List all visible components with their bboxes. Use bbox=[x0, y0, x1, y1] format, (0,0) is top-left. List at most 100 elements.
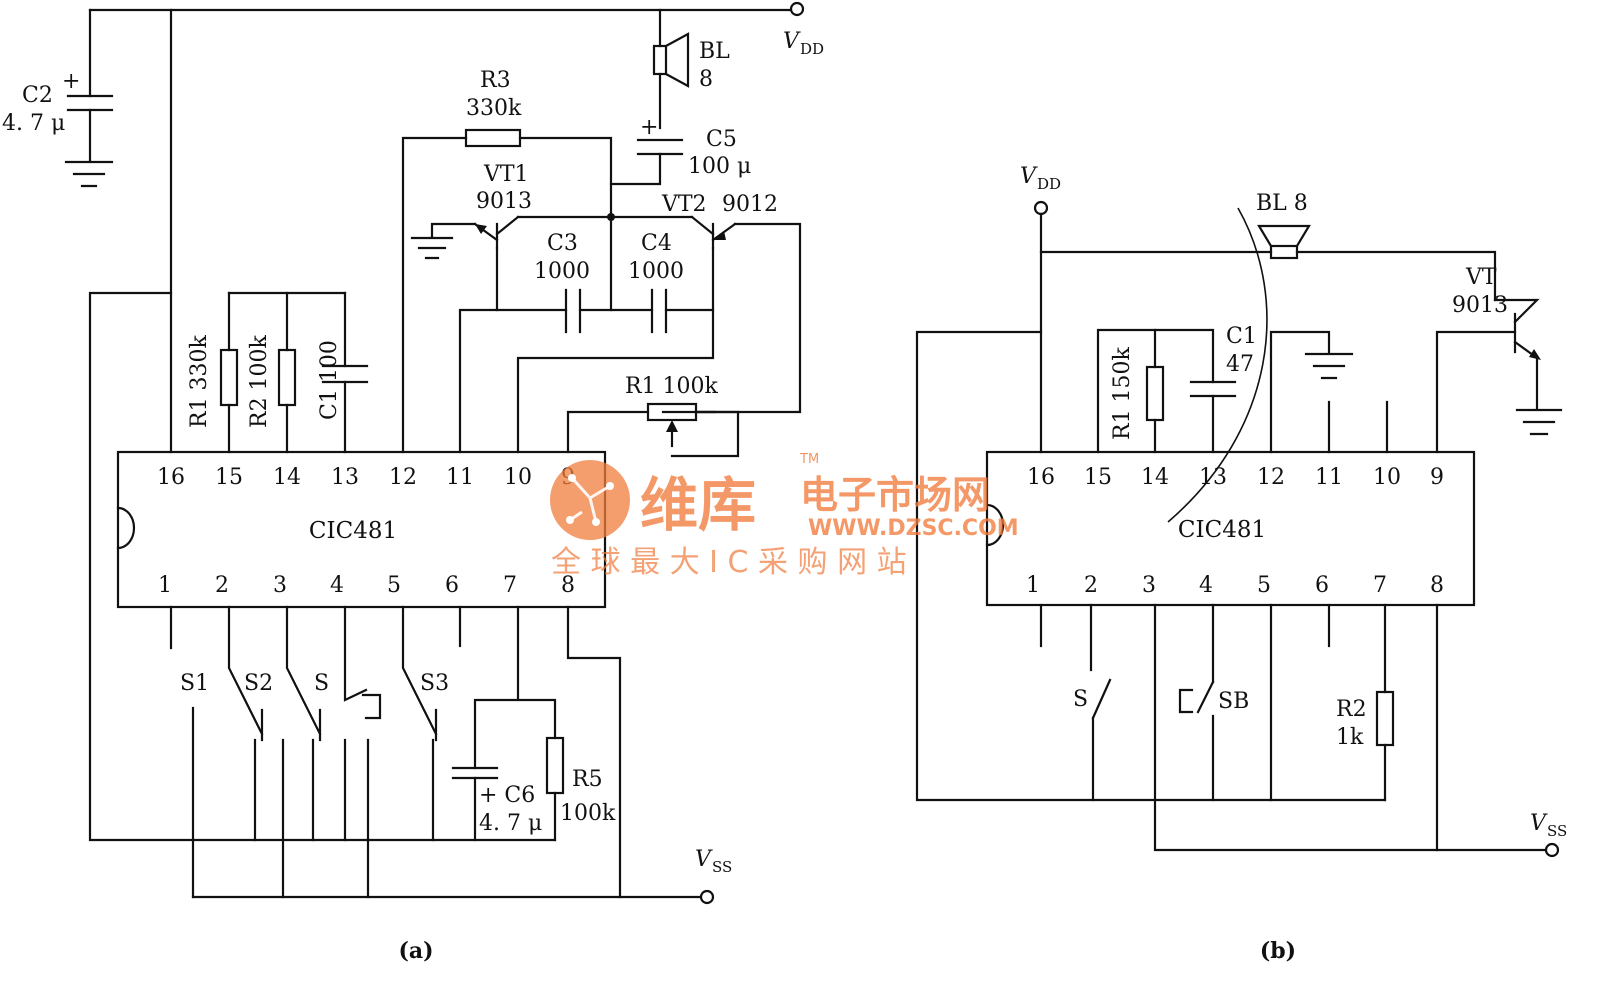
s3-switch bbox=[401, 605, 438, 842]
vdd-sub-b: DD bbox=[1037, 175, 1061, 193]
c1-plates bbox=[321, 364, 369, 384]
vt1-collector bbox=[495, 215, 520, 236]
pin-15-b: 15 bbox=[1084, 465, 1112, 490]
pot-arrow bbox=[666, 420, 678, 432]
pin-10: 10 bbox=[504, 465, 532, 490]
ic-b-body bbox=[985, 450, 1476, 607]
vss-terminal-a bbox=[699, 889, 715, 905]
s-b-label: S bbox=[1073, 687, 1088, 712]
ground-icon-vt-b bbox=[1515, 408, 1563, 436]
r1-b-label: R1 150k bbox=[1110, 346, 1135, 440]
pin-5: 5 bbox=[387, 573, 401, 598]
c5-name: C5 bbox=[706, 127, 737, 152]
vt-b-value: 9013 bbox=[1452, 293, 1508, 318]
pin-2-b: 2 bbox=[1084, 573, 1098, 598]
r5-body bbox=[545, 736, 565, 795]
s-label-a: S bbox=[314, 671, 329, 696]
s1-label: S1 bbox=[180, 671, 209, 696]
r5-name: R5 bbox=[572, 767, 603, 792]
watermark-dot-1 bbox=[568, 474, 576, 482]
vdd-label-a: V bbox=[783, 29, 801, 54]
ground-icon-c2 bbox=[64, 160, 114, 188]
vdd-terminal-b bbox=[1033, 200, 1049, 216]
r2-body bbox=[277, 348, 297, 407]
pin-16: 16 bbox=[157, 465, 185, 490]
pin3-b-wire bbox=[1153, 603, 1547, 852]
vt-b-collector bbox=[1493, 298, 1540, 324]
ic-b-top-pins: 16 15 14 13 12 11 10 9 bbox=[1027, 465, 1444, 490]
c4-name: C4 bbox=[641, 231, 672, 256]
bl-b-cone bbox=[1257, 224, 1311, 248]
vdd-sub-a: DD bbox=[800, 40, 824, 58]
circuit-a: CIC481 16 15 14 13 12 11 10 9 1 2 3 4 5 … bbox=[2, 1, 824, 964]
pin-3: 3 bbox=[273, 573, 287, 598]
pin-7: 7 bbox=[503, 573, 517, 598]
c6-label: + C6 bbox=[479, 783, 535, 808]
r2-b-value: 1k bbox=[1336, 725, 1364, 750]
watermark-dot-3 bbox=[592, 518, 600, 526]
ic-a-notch bbox=[116, 506, 136, 550]
pin-12: 12 bbox=[389, 465, 417, 490]
c2-plus: + bbox=[62, 69, 80, 94]
bl-b-label: BL 8 bbox=[1256, 191, 1308, 216]
c2-name: C2 bbox=[22, 83, 53, 108]
r2-b-body bbox=[1375, 690, 1395, 747]
bl-b-body bbox=[1269, 244, 1299, 260]
c3-c4-wire bbox=[458, 308, 715, 454]
c6-r5-wire bbox=[473, 605, 557, 842]
c4-value: 1000 bbox=[628, 259, 684, 284]
caption-a: (a) bbox=[398, 938, 433, 964]
r2-b-name: R2 bbox=[1336, 697, 1367, 722]
pin-1: 1 bbox=[158, 573, 172, 598]
pin-13: 13 bbox=[331, 465, 359, 490]
pin-14-b: 14 bbox=[1141, 465, 1169, 490]
vt-b-base-wire bbox=[1435, 330, 1517, 454]
bl-body bbox=[652, 44, 668, 76]
c5-plates bbox=[636, 138, 684, 156]
watermark-dot-4 bbox=[566, 516, 574, 524]
pin12-b-wire bbox=[1269, 330, 1331, 454]
vss-label-a: V bbox=[695, 847, 713, 872]
pin-14: 14 bbox=[273, 465, 301, 490]
vdd-terminal-a bbox=[789, 1, 805, 17]
r1-label: R1 330k bbox=[187, 334, 212, 428]
watermark-url: WWW.DZSC.COM bbox=[808, 516, 1019, 541]
pin-15: 15 bbox=[215, 465, 243, 490]
c3-name: C3 bbox=[547, 231, 578, 256]
ic-b-notch bbox=[985, 503, 1005, 547]
ic-a-bottom-pins: 1 2 3 4 5 6 7 8 bbox=[158, 573, 575, 598]
vt-b-arrow bbox=[1529, 349, 1541, 360]
vt1-arrow bbox=[475, 224, 487, 234]
vss-sub-a: SS bbox=[712, 858, 732, 876]
pin8-wire bbox=[566, 605, 622, 899]
ic-a-name: CIC481 bbox=[309, 518, 397, 544]
c1-label: C1 100 bbox=[317, 340, 342, 420]
pin-2: 2 bbox=[215, 573, 229, 598]
bl-value: 8 bbox=[699, 67, 713, 92]
vt1-emitter-wire bbox=[430, 222, 477, 238]
pin-10-b: 10 bbox=[1373, 465, 1401, 490]
left-loop-b bbox=[915, 330, 1387, 802]
c5-wire bbox=[609, 152, 662, 186]
ic-b-bottom-pins: 1 2 3 4 5 6 7 8 bbox=[1026, 573, 1444, 598]
c3-value: 1000 bbox=[534, 259, 590, 284]
c1-b-name: C1 bbox=[1226, 324, 1257, 349]
circuit-b: CIC481 16 15 14 13 12 11 10 9 1 2 3 4 5 … bbox=[915, 164, 1567, 964]
s1-wire bbox=[169, 605, 195, 899]
sb-label: SB bbox=[1218, 689, 1249, 714]
vt-b-name: VT bbox=[1465, 265, 1497, 290]
r3-wire bbox=[401, 136, 613, 454]
vt2-arrow bbox=[713, 231, 726, 240]
pin-4-b: 4 bbox=[1199, 573, 1213, 598]
c2-plates bbox=[66, 94, 114, 112]
vss-terminal-b bbox=[1544, 842, 1560, 858]
r1-body bbox=[219, 348, 239, 407]
vt1-value: 9013 bbox=[476, 189, 532, 214]
c6-value: 4. 7 μ bbox=[479, 811, 542, 836]
vdd-bus-b bbox=[1039, 250, 1497, 302]
pot-label: R1 100k bbox=[625, 374, 719, 399]
r3-value: 330k bbox=[466, 96, 522, 121]
sketch-arc bbox=[1167, 207, 1268, 523]
